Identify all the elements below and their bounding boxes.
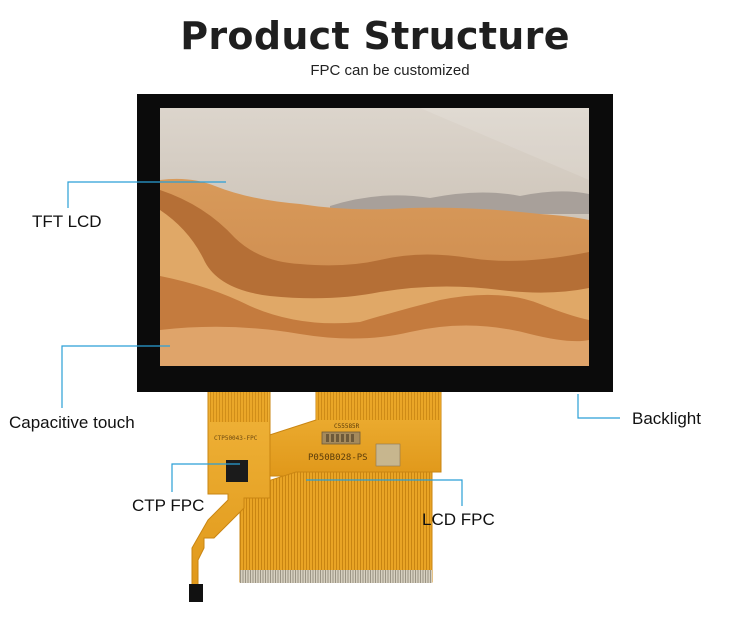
lcd-fpc-code: C55585R bbox=[334, 423, 360, 430]
ctp-fpc bbox=[191, 387, 271, 591]
tft-lcd-leader bbox=[67, 181, 226, 208]
lcd-fpc-print: P050B028-PS bbox=[308, 453, 368, 463]
ctp-fpc-print: CTP50043-FPC bbox=[214, 435, 258, 442]
label-ctp-fpc: CTP FPC bbox=[132, 496, 205, 515]
label-capacitive-touch: Capacitive touch bbox=[9, 413, 135, 432]
page-subtitle: FPC can be customized bbox=[310, 62, 470, 79]
label-tft-lcd: TFT LCD bbox=[32, 212, 102, 231]
ctp-fpc-leader bbox=[171, 463, 240, 492]
label-backlight: Backlight bbox=[632, 409, 701, 428]
page-title: Product Structure bbox=[180, 14, 570, 58]
capacitive-touch-leader bbox=[61, 345, 170, 408]
tft-lcd-screen bbox=[160, 108, 589, 366]
lcd-fpc-leader bbox=[306, 479, 463, 506]
ctp-chip bbox=[226, 460, 248, 482]
label-lcd-fpc: LCD FPC bbox=[422, 510, 495, 529]
lcd-fpc-contacts bbox=[240, 570, 432, 583]
ctp-fpc-stiffener bbox=[189, 584, 203, 602]
backlight-leader bbox=[577, 394, 620, 419]
